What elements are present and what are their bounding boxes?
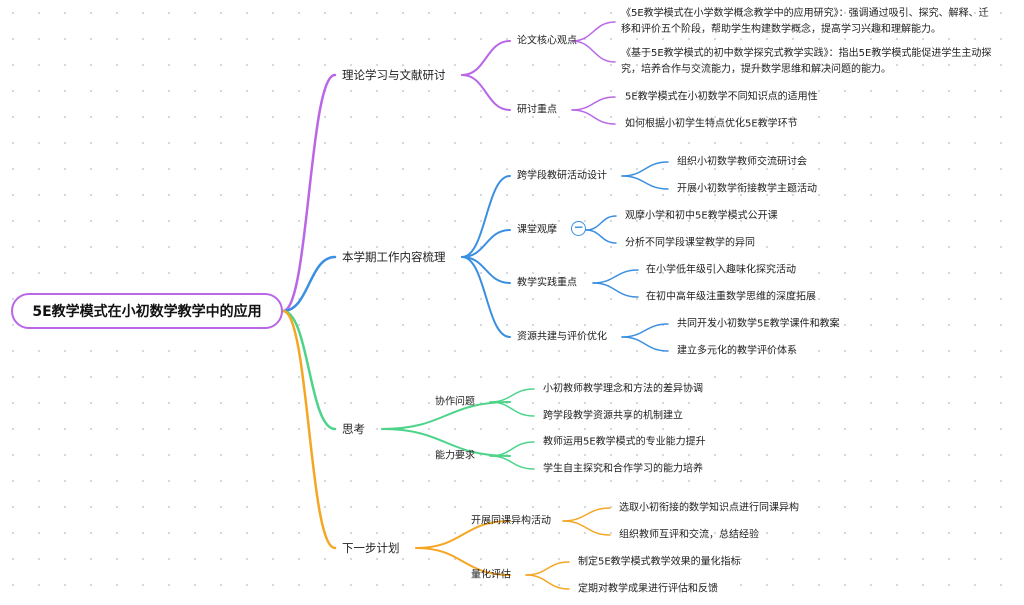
- note-paper-1[interactable]: 《5E教学模式在小学数学概念教学中的应用研究》：强调通过吸引、探究、解释、迁移和…: [621, 8, 989, 35]
- connector-topic-leaf: [525, 574, 570, 590]
- leaf-discussion-1[interactable]: 5E教学模式在小初数学不同知识点的适用性: [625, 91, 818, 103]
- connector-topic-leaf: [562, 507, 611, 522]
- leaf-cross-stage-2[interactable]: 开展小初数学衔接教学主题活动: [677, 183, 817, 195]
- leaf-same-lesson-2[interactable]: 组织教师互评和交流，总结经验: [619, 529, 759, 541]
- connector-topic-leaf: [489, 455, 535, 470]
- note-paper-2[interactable]: 《基于5E教学模式的初中数学探究式教学实践》：指出5E教学模式能促进学生主动探究…: [621, 48, 992, 75]
- leaf-discussion-2[interactable]: 如何根据小初学生特点优化5E教学环节: [625, 118, 798, 130]
- connector-branch-topic: [415, 520, 511, 549]
- connector-topic-leaf: [562, 520, 611, 536]
- connector-root-branch: [281, 73, 337, 313]
- topic-reflection[interactable]: 思考: [342, 422, 365, 436]
- root-topic[interactable]: 5E教学模式在小初数学教学中的应用: [11, 293, 283, 329]
- topic-ability-requirements[interactable]: 能力要求: [435, 450, 475, 462]
- collapse-toggle-icon[interactable]: −: [571, 221, 586, 236]
- leaf-quant-2[interactable]: 定期对教学成果进行评估和反馈: [578, 583, 718, 595]
- leaf-same-lesson-1[interactable]: 选取小初衔接的数学知识点进行同课异构: [619, 502, 799, 514]
- connector-topic-leaf: [489, 441, 535, 457]
- leaf-observation-2[interactable]: 分析不同学段课堂教学的异同: [625, 237, 755, 249]
- connector-topic-leaf: [585, 215, 617, 231]
- connector-branch-topic: [381, 401, 511, 430]
- topic-collaboration-issues[interactable]: 协作问题: [435, 396, 475, 408]
- topic-teaching-practice[interactable]: 教学实践重点: [517, 277, 577, 289]
- connector-root-branch: [281, 309, 337, 431]
- connector-topic-leaf: [571, 109, 616, 125]
- leaf-resource-2[interactable]: 建立多元化的教学评价体系: [677, 345, 797, 357]
- connector-topic-leaf: [585, 229, 617, 244]
- leaf-practice-1[interactable]: 在小学低年级引入趣味化探究活动: [646, 264, 796, 276]
- leaf-ability-2[interactable]: 学生自主探究和合作学习的能力培养: [543, 463, 703, 475]
- connector-topic-leaf: [621, 323, 669, 338]
- connector-topic-leaf: [592, 282, 639, 298]
- connector-branch-topic: [415, 547, 511, 576]
- connector-topic-leaf: [621, 161, 669, 177]
- connector-topic-leaf: [571, 40, 616, 63]
- connector-topic-leaf: [489, 388, 535, 403]
- topic-cross-stage-activity[interactable]: 跨学段教研活动设计: [517, 170, 607, 182]
- connector-topic-leaf: [571, 96, 616, 111]
- connector-topic-leaf: [525, 561, 570, 576]
- connector-topic-leaf: [489, 401, 535, 417]
- connector-root-branch: [281, 309, 337, 550]
- connector-topic-leaf: [621, 175, 669, 190]
- topic-paper-viewpoints[interactable]: 论文核心观点: [517, 35, 577, 47]
- topic-discussion-focus[interactable]: 研讨重点: [517, 104, 557, 116]
- connector-root-branch: [281, 255, 337, 313]
- leaf-quant-1[interactable]: 制定5E教学模式教学效果的量化指标: [578, 556, 741, 568]
- connector-branch-topic: [461, 229, 511, 258]
- connector-branch-topic: [461, 40, 511, 76]
- topic-class-observation[interactable]: 课堂观摩: [517, 224, 557, 236]
- connector-topic-leaf: [592, 269, 639, 284]
- connector-topic-leaf: [571, 21, 616, 42]
- topic-theory-study[interactable]: 理论学习与文献研讨: [342, 68, 446, 82]
- leaf-collaboration-1[interactable]: 小初教师教学理念和方法的差异协调: [543, 383, 703, 395]
- leaf-observation-1[interactable]: 观摩小学和初中5E教学模式公开课: [625, 210, 778, 222]
- topic-next-plan[interactable]: 下一步计划: [342, 541, 400, 555]
- connector-branch-topic: [461, 175, 511, 258]
- connector-branch-topic: [381, 428, 511, 457]
- topic-semester-work[interactable]: 本学期工作内容梳理: [342, 250, 446, 264]
- connector-branch-topic: [461, 256, 511, 338]
- connector-branch-topic: [461, 74, 511, 111]
- topic-same-lesson-activity[interactable]: 开展同课异构活动: [471, 515, 551, 527]
- connector-topic-leaf: [621, 336, 669, 352]
- leaf-resource-1[interactable]: 共同开发小初数学5E教学课件和教案: [677, 318, 840, 330]
- leaf-cross-stage-1[interactable]: 组织小初数学教师交流研讨会: [677, 156, 807, 168]
- leaf-practice-2[interactable]: 在初中高年级注重数学思维的深度拓展: [646, 291, 816, 303]
- leaf-collaboration-2[interactable]: 跨学段教学资源共享的机制建立: [543, 410, 683, 422]
- leaf-ability-1[interactable]: 教师运用5E教学模式的专业能力提升: [543, 436, 706, 448]
- topic-quantitative-evaluation[interactable]: 量化评估: [471, 569, 511, 581]
- topic-resource-evaluation[interactable]: 资源共建与评价优化: [517, 331, 607, 343]
